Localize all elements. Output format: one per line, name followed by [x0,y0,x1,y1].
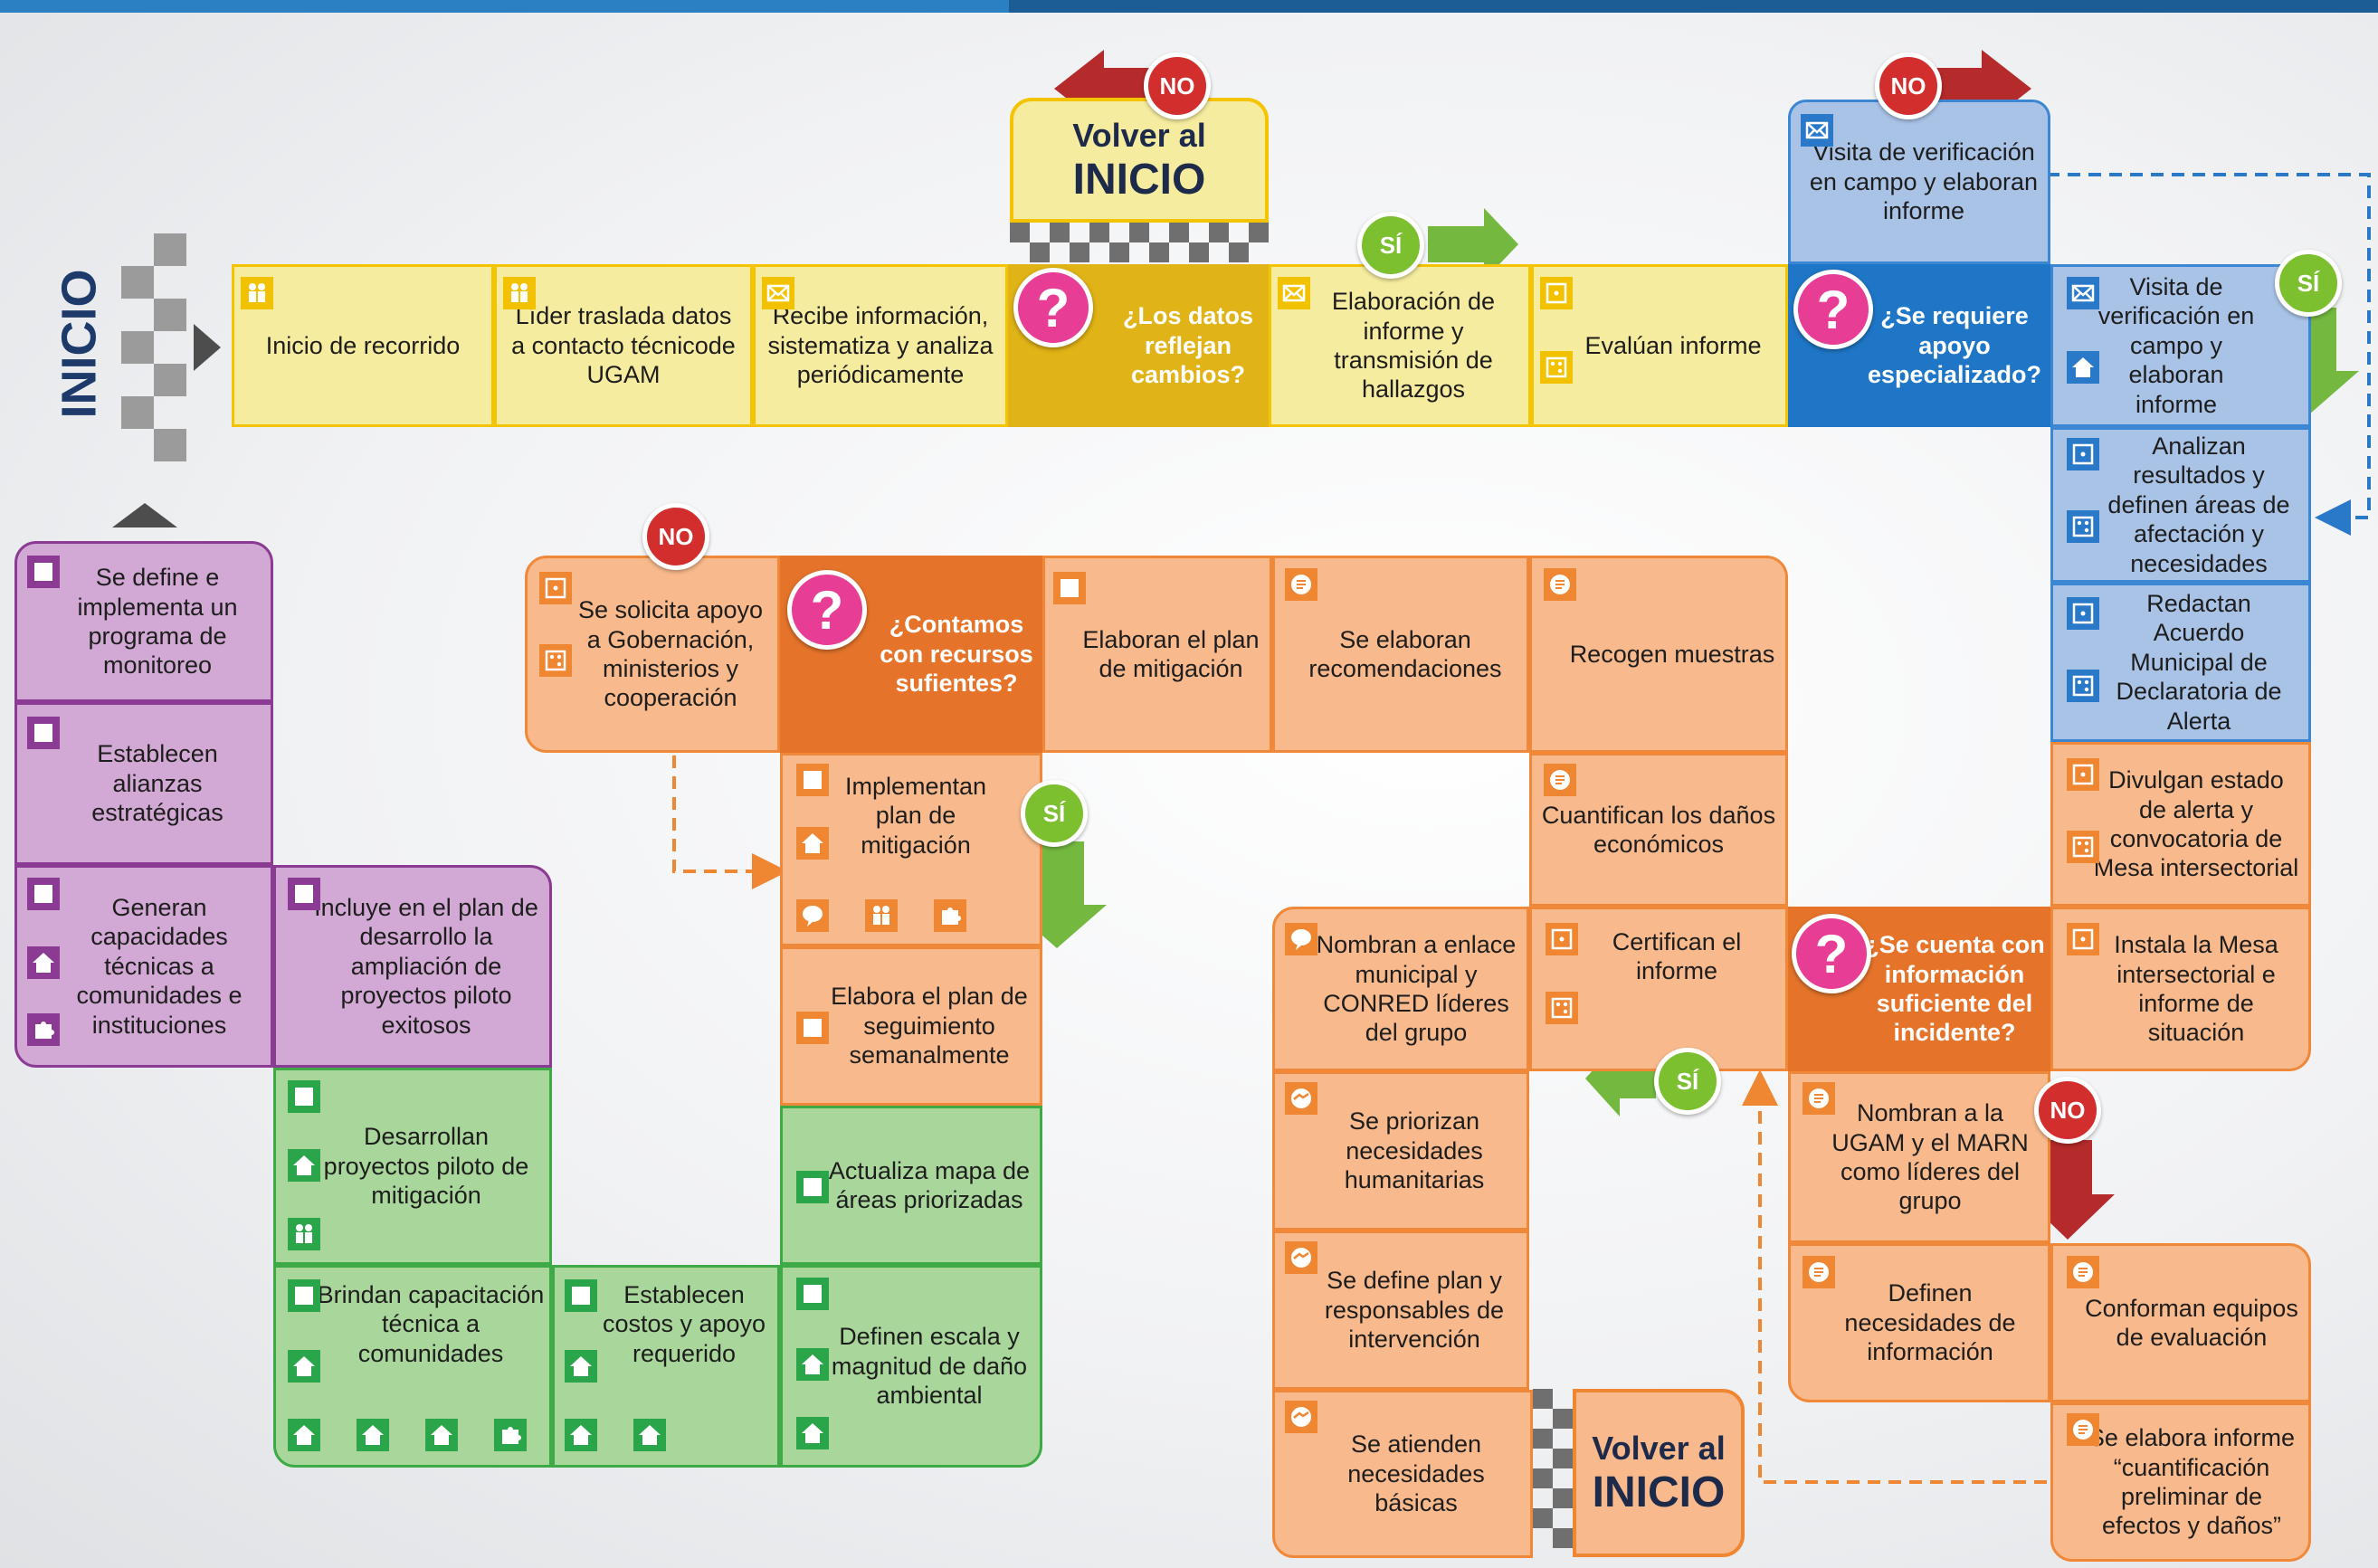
puzzle-icon [934,899,966,932]
tree-house-icon [565,1350,597,1383]
question-icon: ? [1792,914,1871,993]
square-icon [27,556,60,588]
puzzle-icon [494,1419,527,1451]
house-icon [27,946,60,979]
start-label: INICIO [52,269,107,419]
start-checker [121,233,186,461]
die-icon [2067,831,2099,863]
step-evaluan-informe: Evalúan informe [1531,264,1788,427]
tree-house-icon [288,1350,320,1383]
square-icon [1053,572,1086,604]
house-icon [796,827,829,860]
tree-house-icon [633,1419,666,1451]
dashed-orange-left [672,755,788,889]
die-icon [1546,923,1578,955]
handshake-icon [1285,1401,1317,1433]
envelope-icon [1278,277,1310,309]
checker-bottom [1533,1389,1573,1548]
tree-house-icon [565,1419,597,1451]
die-icon [539,644,572,677]
step-define-plan-intervencion: Se define plan y responsables de interve… [1272,1231,1529,1390]
question-icon: ? [1013,268,1093,347]
document-icon [1544,568,1576,601]
square-icon [288,878,320,910]
envelope-icon [1801,114,1833,147]
square-icon [288,1279,320,1312]
si-badge: SÍ [1357,212,1424,279]
tree-house-icon [796,1417,829,1449]
die-icon [2067,597,2099,630]
chat-icon [1285,923,1317,955]
si-arrow-right [1428,208,1518,280]
people-icon [865,899,898,932]
up-arrow [112,503,177,527]
document-icon [1285,568,1317,601]
house-icon [288,1149,320,1182]
start-arrow [194,324,221,371]
document-icon [2067,1413,2099,1446]
step-recibe-informacion: Recibe información, sistematiza y analiz… [753,264,1008,427]
envelope-icon [762,277,794,309]
square-icon [796,1278,829,1310]
step-inicio-recorrido: Inicio de recorrido [232,264,494,427]
square-icon [796,1012,829,1044]
step-elaboracion-informe: Elaboración de informe y transmisión de … [1269,264,1531,427]
chat-icon [796,899,829,932]
si-badge: SÍ [2275,250,2342,317]
step-conforman-equipos: Conforman equipos de evaluación [2050,1243,2311,1402]
square-icon [796,764,829,796]
step-certifican-informe: Certifican el informe [1529,907,1788,1071]
handshake-icon [1285,1241,1317,1274]
square-icon [796,1171,829,1203]
puzzle-icon [27,1013,60,1046]
square-icon [27,878,60,910]
square-icon [288,1080,320,1113]
die-icon [1540,351,1573,384]
tree-house-icon [288,1419,320,1451]
die-icon [1540,277,1573,309]
tree-house-icon [796,1348,829,1381]
step-visita-verificacion-top: Visita de verificación en campo y elabor… [1788,100,2050,264]
no-badge: NO [1144,52,1211,119]
question-icon: ? [1793,270,1873,349]
people-icon [241,277,273,309]
envelope-icon [2067,277,2099,309]
top-bar-accent [0,0,1009,13]
no-badge: NO [1875,52,1942,119]
dashed-orange-bottom [1742,1069,2047,1484]
step-instala-mesa: Instala la Mesa intersectorial e informe… [2050,907,2311,1071]
die-icon [1546,992,1578,1024]
die-icon [2067,510,2099,543]
people-icon [288,1218,320,1250]
people-icon [503,277,536,309]
si-badge: SÍ [1021,780,1088,847]
die-icon [2067,670,2099,702]
handshake-icon [1285,1082,1317,1115]
document-icon [1803,1082,1835,1115]
square-icon [565,1279,597,1312]
top-bar [0,0,2378,13]
tree-house-icon [425,1419,458,1451]
step-lider-traslada: Líder traslada datos a contacto técnicod… [494,264,753,427]
house-icon [2067,351,2099,384]
document-icon [1544,764,1576,796]
tree-house-icon [357,1419,389,1451]
die-icon [2067,758,2099,791]
no-badge: NO [2034,1077,2101,1144]
square-icon [27,717,60,749]
question-icon: ? [787,570,867,650]
document-icon [2067,1256,2099,1288]
checker-top [1010,223,1269,262]
die-icon [2067,923,2099,955]
step-analizan-resultados: Analizan resultados y definen áreas de a… [2050,427,2311,583]
die-icon [2067,438,2099,470]
no-badge: NO [642,503,709,570]
die-icon [539,572,572,604]
si-badge: SÍ [1654,1048,1721,1115]
document-icon [1803,1256,1835,1288]
